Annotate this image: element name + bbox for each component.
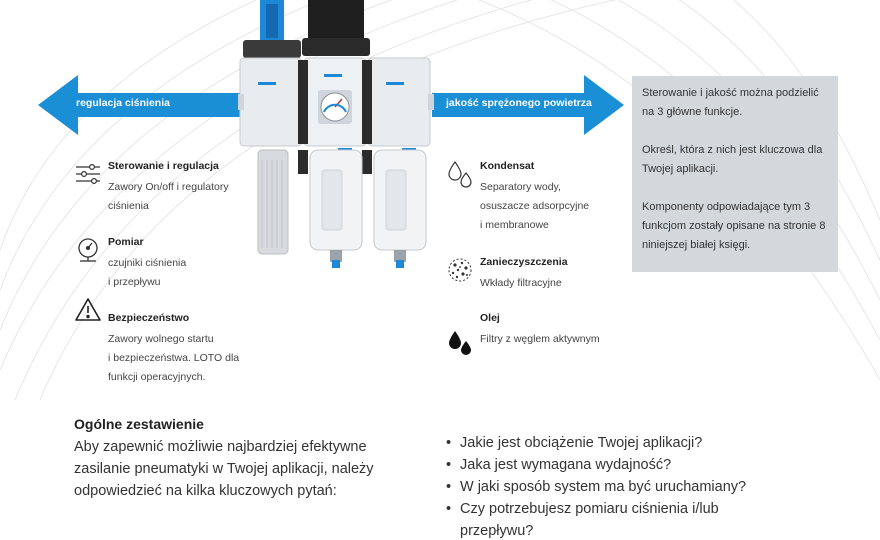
gauge-icon xyxy=(78,238,98,262)
air-quality-arrow: jakość sprężonego powietrza xyxy=(432,75,624,135)
service-unit-illustration xyxy=(238,0,434,268)
feature-title: Pomiar xyxy=(108,236,144,248)
feature-description: czujniki ciśnienia i przepływu xyxy=(108,257,187,288)
summary-text: Aby zapewnić możliwie najbardziej efekty… xyxy=(74,439,374,499)
feature-description: Separatory wody, osuszacze adsorpcyjne i… xyxy=(480,181,590,231)
feature-title: Kondensat xyxy=(480,160,535,172)
feature-description: Filtry z węglem aktywnym xyxy=(480,333,600,345)
info-paragraph: Określ, która z nich jest kluczowa dla T… xyxy=(642,144,823,175)
arrow-right-shape xyxy=(432,75,624,135)
info-paragraph: Sterowanie i jakość można podzielić na 3… xyxy=(642,87,819,118)
sliders-icon xyxy=(76,163,100,185)
arrow-right-label: jakość sprężonego powietrza xyxy=(446,97,592,109)
feature-description: Zawory wolnego startu i bezpieczeństwa. … xyxy=(108,333,240,383)
list-item: Jaka jest wymagana wydajność? xyxy=(446,454,786,476)
feature-description: Zawory On/off i regulatory ciśnienia xyxy=(108,181,229,212)
warning-icon xyxy=(75,298,101,321)
particles-icon xyxy=(448,258,472,282)
summary-title: Ogólne zestawienie xyxy=(74,416,204,432)
arrow-left-label: regulacja ciśnienia xyxy=(76,97,170,109)
pressure-regulation-arrow: regulacja ciśnienia xyxy=(38,75,243,135)
info-box: Sterowanie i jakość można podzielić na 3… xyxy=(632,76,838,272)
list-item: Czy potrzebujesz pomiaru ciśnienia i/lub… xyxy=(446,498,786,540)
arrow-left-shape xyxy=(38,75,243,135)
info-paragraph: Komponenty odpowiadające tym 3 funkcjom … xyxy=(642,201,826,251)
feature-title: Olej xyxy=(480,312,500,324)
water-drops-icon xyxy=(448,160,472,188)
list-item: Jakie jest obciążenie Twojej aplikacji? xyxy=(446,432,786,454)
feature-description: Wkłady filtracyjne xyxy=(480,277,562,289)
feature-title: Sterowanie i regulacja xyxy=(108,160,219,172)
feature-title: Zanieczyszczenia xyxy=(480,256,568,268)
feature-title: Bezpieczeństwo xyxy=(108,312,190,324)
list-item: W jaki sposób system ma być uruchamiany? xyxy=(446,476,786,498)
oil-drops-icon xyxy=(449,331,471,355)
key-questions-list: Jakie jest obciążenie Twojej aplikacji? … xyxy=(446,432,786,540)
